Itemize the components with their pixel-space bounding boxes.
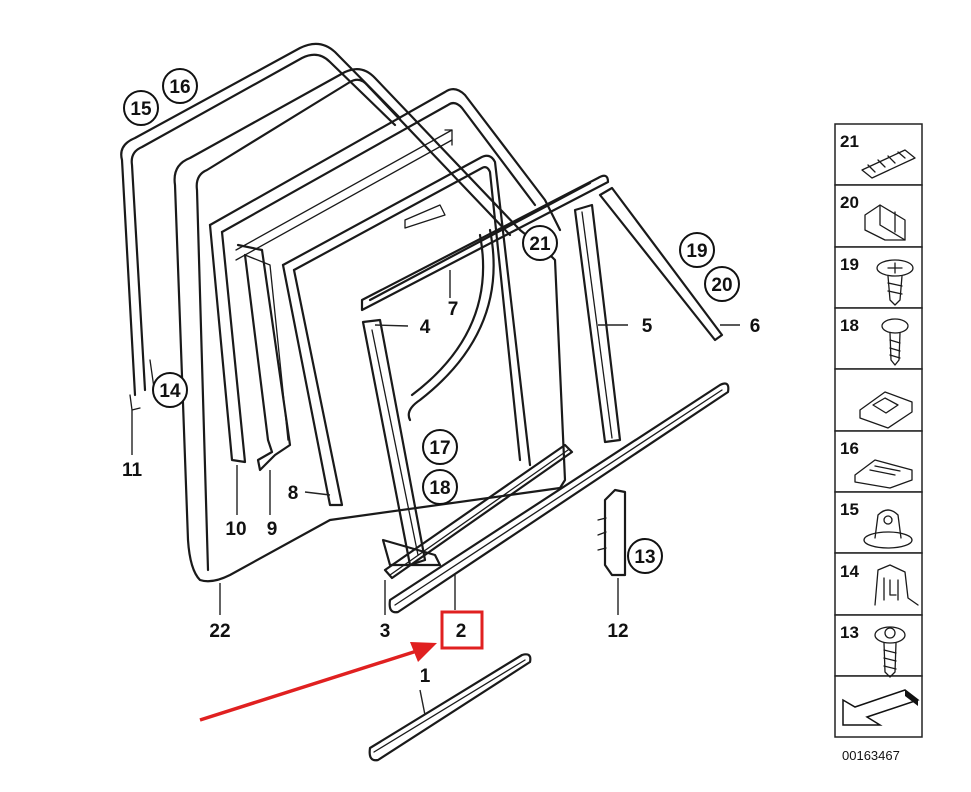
bracket-20-icon (864, 204, 906, 241)
label-part-12: 12 (607, 621, 628, 642)
clip-15-icon (863, 509, 913, 549)
label-part-9: 9 (267, 519, 278, 540)
label-part-1: 1 (420, 666, 431, 687)
callout-17: 17 (422, 429, 458, 465)
parts-legend-panel: 21 20 19 18 16 15 14 13 (834, 123, 923, 738)
label-part-5: 5 (642, 316, 653, 337)
label-part-4: 4 (420, 317, 431, 338)
label-part-22: 22 (209, 621, 230, 642)
legend-label-16: 16 (840, 439, 859, 458)
highlight-arrow (199, 642, 437, 722)
legend-label-19: 19 (840, 255, 859, 274)
callout-15-label: 15 (130, 99, 152, 120)
catalog-number: 00163467 (842, 748, 900, 763)
regulator-bracket-part (597, 488, 627, 577)
outer-belt-strip-part (388, 382, 730, 614)
legend-label-18: 18 (840, 316, 859, 335)
callout-14: 14 (152, 372, 188, 408)
callout-13: 13 (627, 538, 663, 574)
highlight-box (440, 610, 484, 650)
label-part-11: 11 (122, 460, 143, 481)
door-seal-part (173, 67, 567, 583)
callout-16-label: 16 (169, 77, 190, 98)
callout-17-label: 17 (429, 438, 450, 459)
callout-19-label: 19 (686, 241, 707, 262)
window-guide-part (573, 203, 622, 444)
inner-belt-strip-part (383, 443, 574, 580)
leader-lines (131, 270, 740, 716)
clip-14-icon (874, 564, 919, 606)
screw-19-icon (876, 259, 914, 306)
label-part-8: 8 (288, 483, 299, 504)
legend-cell-13 (834, 614, 923, 677)
legend-cell-20 (834, 184, 923, 248)
callout-15: 15 (123, 90, 159, 126)
callout-21-label: 21 (529, 234, 551, 255)
window-rail-part (360, 174, 610, 312)
window-glass-part (404, 204, 495, 422)
legend-cell-18 (834, 307, 923, 370)
callout-20: 20 (704, 266, 740, 302)
clip-21-icon (861, 149, 916, 179)
lower-trim-strip-part (368, 653, 532, 762)
legend-cell-blank (834, 368, 923, 432)
channel-part (281, 154, 532, 507)
window-frame-part (208, 88, 562, 464)
legend-cell-19 (834, 246, 923, 309)
callout-18: 18 (422, 469, 458, 505)
callout-13-label: 13 (634, 547, 655, 568)
screw-18-icon (881, 318, 909, 366)
screw-13-icon (874, 626, 906, 678)
legend-label-20: 20 (840, 193, 859, 212)
label-part-10: 10 (225, 519, 246, 540)
clip-16-icon (854, 459, 913, 489)
legend-label-13: 13 (840, 623, 859, 642)
legend-cell-15 (834, 491, 923, 554)
legend-label-14: 14 (840, 562, 859, 581)
label-part-2: 2 (456, 621, 467, 642)
label-part-6: 6 (750, 316, 761, 337)
label-part-3: 3 (380, 621, 391, 642)
callout-21: 21 (522, 225, 558, 261)
clip-nut-icon (859, 391, 913, 429)
direction-arrow-icon (842, 689, 920, 726)
legend-label-15: 15 (840, 500, 859, 519)
window-channel-part (361, 318, 442, 567)
outer-door-seal-part (120, 42, 402, 411)
legend-cell-14 (834, 552, 923, 616)
callout-19: 19 (679, 232, 715, 268)
callout-16: 16 (162, 68, 198, 104)
label-part-7: 7 (448, 299, 459, 320)
callout-20-label: 20 (711, 275, 732, 296)
legend-label-21: 21 (840, 132, 859, 151)
guide-rail-part (236, 243, 292, 472)
callout-18-label: 18 (429, 478, 450, 499)
corner-trim-part (598, 186, 724, 342)
callout-14-label: 14 (159, 381, 181, 402)
